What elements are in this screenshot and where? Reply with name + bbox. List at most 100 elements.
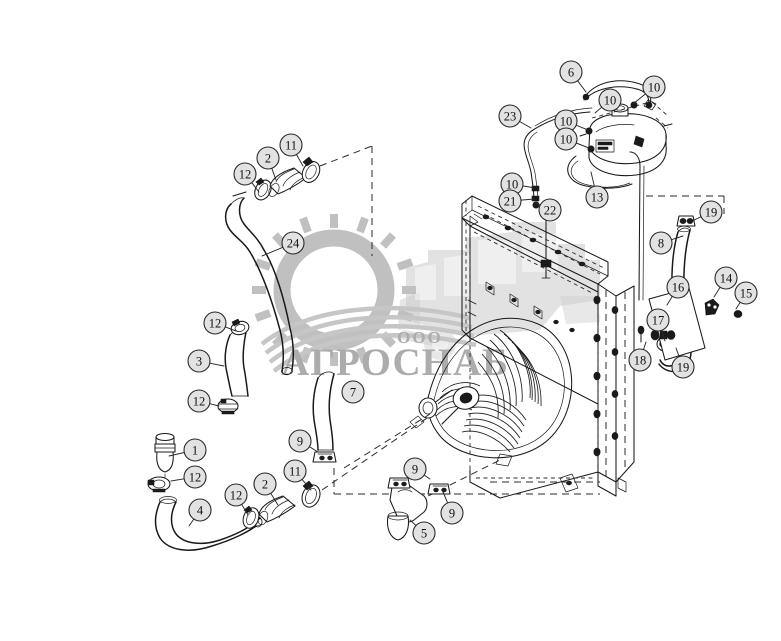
callout-bubble[interactable] bbox=[598, 88, 622, 112]
callout-bubble[interactable] bbox=[498, 104, 522, 128]
callout-number: 11 bbox=[285, 139, 297, 153]
callout-bubble[interactable] bbox=[283, 459, 307, 483]
leader-line bbox=[251, 182, 260, 193]
callout-bubble[interactable] bbox=[714, 266, 738, 290]
callout-bubble[interactable] bbox=[699, 200, 723, 224]
leader-line bbox=[308, 446, 319, 453]
leader-line bbox=[224, 326, 237, 332]
callout-bubble[interactable] bbox=[646, 308, 670, 332]
callout-17[interactable]: 17 bbox=[646, 308, 670, 342]
callout-bubble[interactable] bbox=[224, 483, 248, 507]
callout-bubble[interactable] bbox=[671, 355, 695, 379]
callout-12[interactable]: 12 bbox=[187, 389, 220, 413]
callout-bubble[interactable] bbox=[288, 429, 312, 453]
center-hose-7 bbox=[312, 371, 337, 463]
leader-line bbox=[675, 347, 680, 358]
leader-line bbox=[735, 301, 741, 310]
callout-10[interactable]: 10 bbox=[632, 75, 666, 105]
callout-number: 9 bbox=[449, 507, 455, 521]
callout-7[interactable]: 7 bbox=[341, 380, 365, 404]
callout-bubble[interactable] bbox=[187, 389, 211, 413]
fastener-15 bbox=[733, 310, 743, 318]
callout-18[interactable]: 18 bbox=[628, 341, 652, 372]
callout-bubble[interactable] bbox=[183, 465, 207, 489]
callout-bubble[interactable] bbox=[279, 133, 303, 157]
callout-12[interactable]: 12 bbox=[170, 465, 207, 489]
callout-14[interactable]: 14 bbox=[713, 266, 738, 298]
callout-number: 19 bbox=[705, 206, 718, 220]
callout-8[interactable]: 8 bbox=[649, 231, 684, 255]
callout-bubble[interactable] bbox=[412, 521, 436, 545]
callout-4[interactable]: 4 bbox=[188, 498, 212, 527]
callout-bubble[interactable] bbox=[666, 275, 690, 299]
leader-line bbox=[209, 403, 220, 407]
callout-bubble[interactable] bbox=[538, 198, 562, 222]
callout-bubble[interactable] bbox=[253, 472, 277, 496]
callout-number: 7 bbox=[350, 386, 356, 400]
callout-12[interactable]: 12 bbox=[203, 311, 237, 335]
callout-2[interactable]: 2 bbox=[253, 472, 279, 506]
callout-3[interactable]: 3 bbox=[187, 349, 225, 373]
callout-12[interactable]: 12 bbox=[233, 162, 260, 193]
callout-number: 8 bbox=[658, 237, 664, 251]
callout-bubble[interactable] bbox=[203, 311, 227, 335]
callout-19[interactable]: 19 bbox=[671, 347, 695, 379]
callout-16[interactable]: 16 bbox=[666, 275, 690, 306]
callout-10[interactable]: 10 bbox=[594, 88, 622, 114]
callout-10[interactable]: 10 bbox=[554, 109, 589, 133]
callout-bubble[interactable] bbox=[554, 127, 578, 151]
callout-21[interactable]: 21 bbox=[498, 189, 535, 213]
callout-number: 13 bbox=[591, 191, 604, 205]
callout-bubble[interactable] bbox=[734, 281, 758, 305]
callout-19[interactable]: 19 bbox=[691, 200, 723, 224]
callout-bubble[interactable] bbox=[559, 60, 583, 84]
callout-number: 4 bbox=[197, 504, 204, 518]
callout-number: 1 bbox=[192, 444, 198, 458]
callout-number: 19 bbox=[677, 361, 690, 375]
leader-line bbox=[170, 478, 185, 482]
callout-bubble[interactable] bbox=[649, 231, 673, 255]
callout-bubble[interactable] bbox=[256, 146, 280, 170]
callout-bubble[interactable] bbox=[440, 501, 464, 525]
callout-bubble[interactable] bbox=[642, 75, 666, 99]
callout-12[interactable]: 12 bbox=[224, 483, 249, 516]
callout-11[interactable]: 11 bbox=[279, 133, 304, 167]
callout-9[interactable]: 9 bbox=[288, 429, 319, 453]
callout-number: 16 bbox=[672, 281, 685, 295]
callout-bubble[interactable] bbox=[188, 498, 212, 522]
callout-9[interactable]: 9 bbox=[403, 457, 431, 481]
callout-bubble[interactable] bbox=[233, 162, 257, 186]
hose-clamp-small bbox=[312, 451, 337, 463]
callout-22[interactable]: 22 bbox=[535, 198, 562, 222]
callout-10[interactable]: 10 bbox=[500, 172, 536, 196]
callout-15[interactable]: 15 bbox=[734, 281, 758, 310]
callout-6[interactable]: 6 bbox=[559, 60, 587, 93]
callout-1[interactable]: 1 bbox=[168, 438, 207, 462]
callout-bubble[interactable] bbox=[585, 185, 609, 209]
callout-5[interactable]: 5 bbox=[409, 519, 436, 545]
callout-bubble[interactable] bbox=[628, 348, 652, 372]
callout-bubble[interactable] bbox=[183, 438, 207, 462]
leader-line bbox=[594, 106, 603, 114]
callout-10[interactable]: 10 bbox=[554, 127, 590, 151]
callout-bubble[interactable] bbox=[498, 189, 522, 213]
callout-bubble[interactable] bbox=[341, 380, 365, 404]
watermark-line1: ООО bbox=[397, 328, 443, 347]
leader-line bbox=[643, 341, 647, 351]
callout-2[interactable]: 2 bbox=[256, 146, 280, 181]
callout-bubble[interactable] bbox=[281, 231, 305, 255]
hose-clamp-wide bbox=[301, 156, 321, 183]
hose-clamp-small bbox=[427, 483, 451, 495]
callout-23[interactable]: 23 bbox=[498, 104, 532, 129]
callout-9[interactable]: 9 bbox=[440, 491, 464, 525]
callout-number: 14 bbox=[720, 272, 733, 286]
callout-11[interactable]: 11 bbox=[283, 459, 312, 491]
callout-bubble[interactable] bbox=[187, 349, 211, 373]
leader-line bbox=[535, 202, 541, 206]
callout-bubble[interactable] bbox=[403, 457, 427, 481]
leader-line bbox=[577, 80, 587, 93]
callout-number: 10 bbox=[506, 178, 519, 192]
callout-24[interactable]: 24 bbox=[261, 231, 305, 257]
callout-13[interactable]: 13 bbox=[585, 171, 609, 209]
